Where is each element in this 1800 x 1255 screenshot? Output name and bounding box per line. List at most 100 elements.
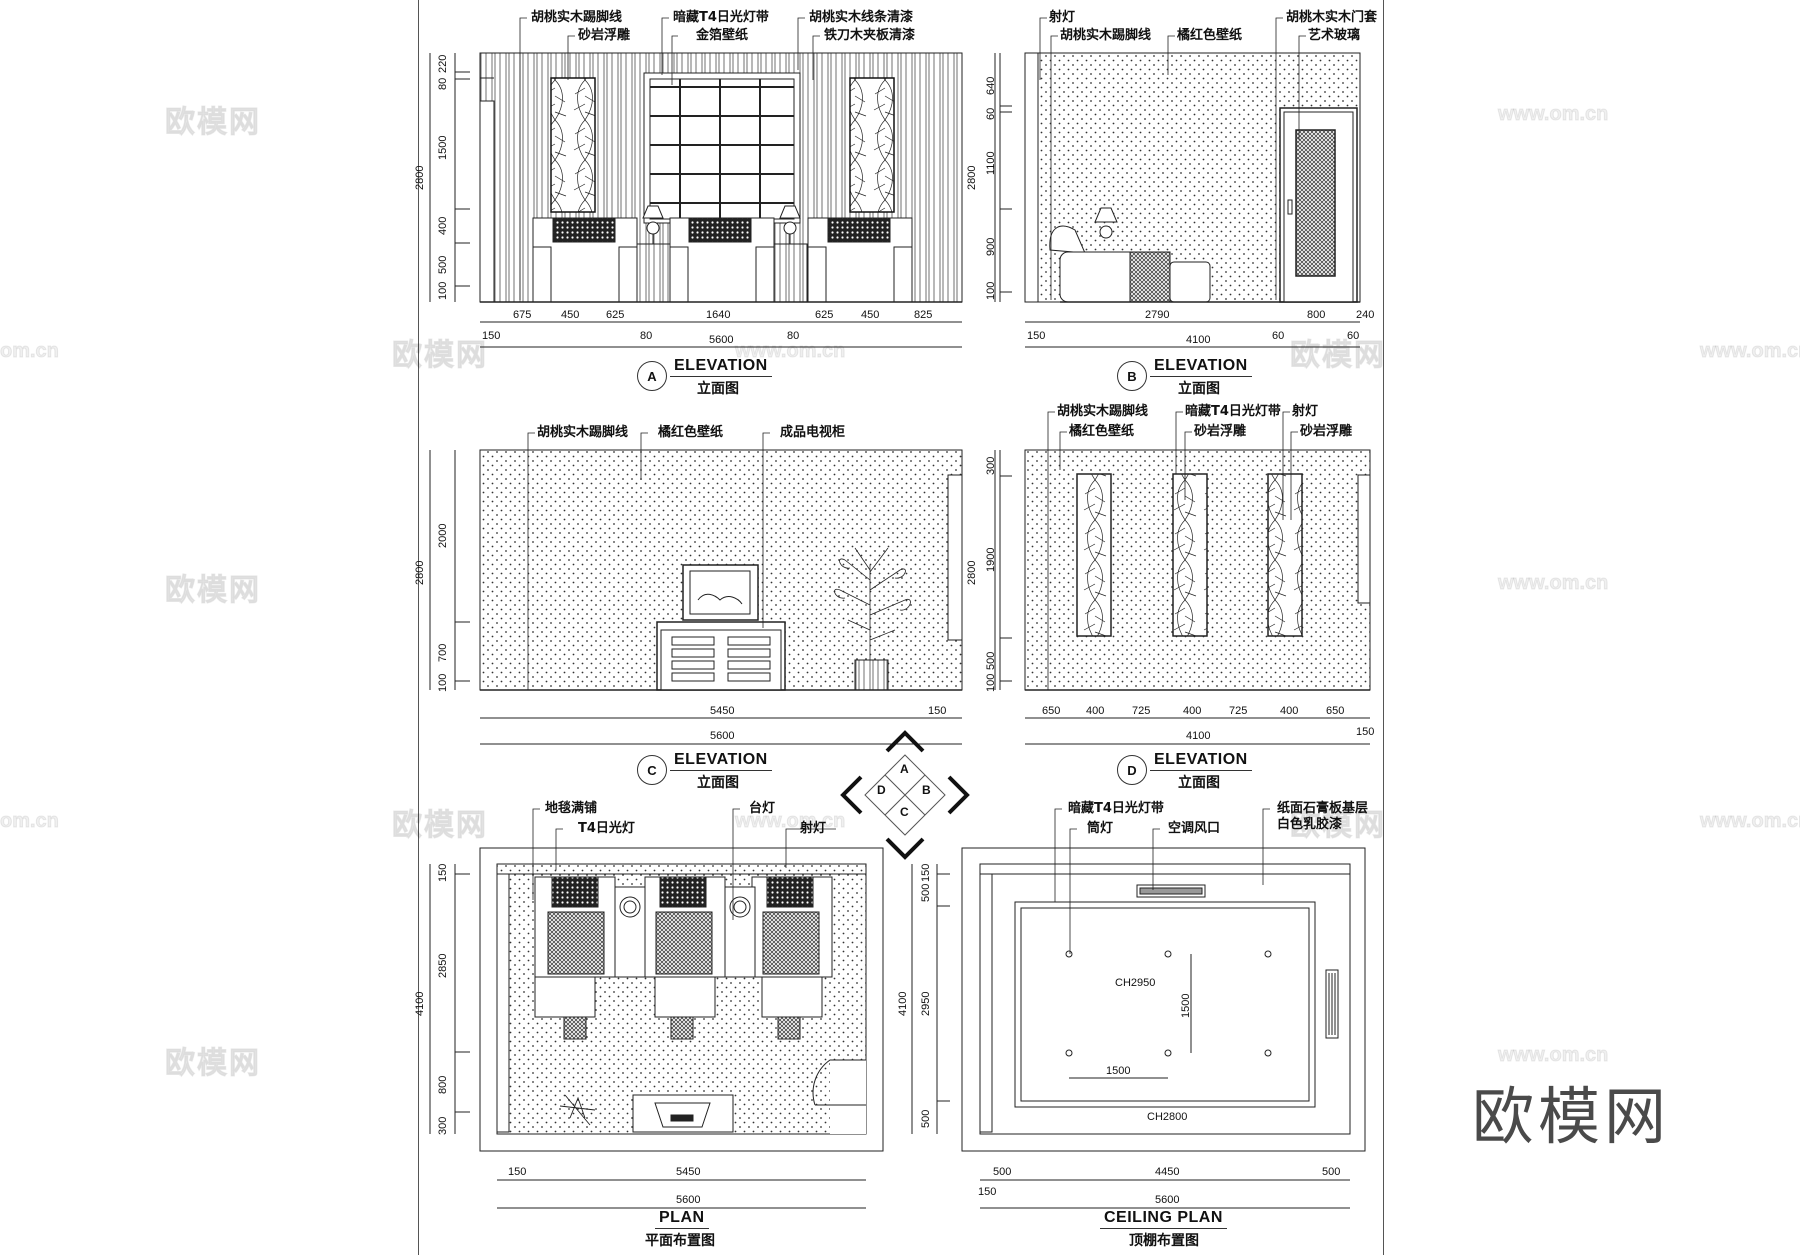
- dim-d-400: 400: [1086, 705, 1105, 717]
- dim-a-450b: 450: [861, 309, 880, 321]
- dim-a-400: 400: [437, 216, 449, 235]
- callout-white-latex-paint: 白色乳胶漆: [1277, 817, 1343, 832]
- elevation-c-title: ELEVATION: [670, 751, 772, 771]
- dim-b-60: 60: [985, 107, 997, 120]
- key-plan-c: C: [900, 805, 909, 819]
- elevation-b-subtitle: 立面图: [1178, 381, 1220, 397]
- watermark-url: www.om.cn: [734, 810, 846, 833]
- elevation-c-bubble: C: [637, 755, 667, 785]
- dim-ceiling-500b: 500: [920, 1109, 932, 1128]
- dim-a-150: 150: [482, 330, 501, 342]
- dim-a-80: 80: [640, 330, 653, 342]
- dim-d-overall-width: 4100: [1186, 730, 1211, 742]
- callout-tv-cabinet: 成品电视柜: [780, 425, 846, 440]
- ceiling-height-inner: CH2950: [1115, 977, 1156, 989]
- dim-plan-150: 150: [508, 1166, 527, 1178]
- ceiling-plan-title: CEILING PLAN: [1100, 1209, 1227, 1229]
- dim-d-500: 500: [985, 651, 997, 670]
- watermark-url: www.om.cn: [1497, 1044, 1609, 1067]
- key-plan-d: D: [877, 783, 886, 797]
- dim-c-overall-width: 5600: [710, 730, 735, 742]
- dim-a-1640: 1640: [706, 309, 731, 321]
- dim-a-500: 500: [437, 255, 449, 274]
- watermark: 欧模网: [1290, 338, 1386, 374]
- dim-ceiling-4450: 4450: [1155, 1166, 1180, 1178]
- sheet-right-border: [1383, 0, 1384, 1255]
- brand-watermark-logo: 欧模网: [1472, 1080, 1671, 1153]
- callout-spotlight: 射灯: [1292, 404, 1319, 419]
- dim-a-220: 220: [437, 54, 449, 73]
- dim-d-100: 100: [985, 673, 997, 692]
- dim-b-60b: 60: [1347, 330, 1360, 342]
- callout-carpet: 地毯满铺: [545, 801, 598, 816]
- dim-a-625b: 625: [815, 309, 834, 321]
- dim-c-150: 150: [928, 705, 947, 717]
- dim-d-725b: 725: [1229, 705, 1248, 717]
- elevation-c-subtitle: 立面图: [697, 775, 739, 791]
- dim-b-60: 60: [1272, 330, 1285, 342]
- key-plan-a: A: [900, 762, 909, 776]
- dim-a-625: 625: [606, 309, 625, 321]
- dim-plan-5450: 5450: [676, 1166, 701, 1178]
- dim-d-300: 300: [985, 456, 997, 475]
- callout-sandstone-relief: 砂岩浮雕: [578, 28, 631, 43]
- dim-b-2790: 2790: [1145, 309, 1170, 321]
- dim-ceiling-spacing-v: 1500: [1180, 993, 1192, 1018]
- dim-ceiling-2950: 2950: [920, 991, 932, 1016]
- callout-hidden-t4-strip: 暗藏T4日光灯带: [1185, 404, 1281, 419]
- callout-ac-vent: 空调风口: [1168, 821, 1221, 836]
- dim-plan-overall-width: 5600: [676, 1194, 701, 1206]
- dim-c-overall-height: 2800: [414, 560, 426, 585]
- callout-wenge-veneer: 铁刀木夹板清漆: [824, 28, 916, 43]
- elevation-b-title: ELEVATION: [1150, 357, 1252, 377]
- dim-a-80b: 80: [787, 330, 800, 342]
- callout-orange-wallpaper: 橘红色壁纸: [658, 425, 724, 440]
- dim-d-150: 150: [1356, 726, 1375, 738]
- dim-b-150: 150: [1027, 330, 1046, 342]
- watermark-url: www.om.cn: [1497, 103, 1609, 126]
- dim-plan-300: 300: [437, 1116, 449, 1135]
- watermark: 欧模网: [165, 573, 261, 609]
- plan-subtitle: 平面布置图: [645, 1233, 715, 1249]
- dim-b-640: 640: [985, 76, 997, 95]
- watermark-url: www.om.cn: [1497, 572, 1609, 595]
- dim-plan-overall-height: 4100: [414, 991, 426, 1016]
- dim-a-825: 825: [914, 309, 933, 321]
- dim-c-100: 100: [437, 673, 449, 692]
- dim-b-overall-height: 2800: [966, 165, 978, 190]
- elevation-a-title: ELEVATION: [670, 357, 772, 377]
- elevation-a-bubble: A: [637, 361, 667, 391]
- ceiling-plan-subtitle: 顶棚布置图: [1129, 1233, 1199, 1249]
- dim-d-400b: 400: [1183, 705, 1202, 717]
- dim-a-1500: 1500: [437, 135, 449, 160]
- callout-sandstone-relief: 砂岩浮雕: [1300, 424, 1353, 439]
- dim-ceiling-500: 500: [920, 883, 932, 902]
- callout-spotlight: 射灯: [1049, 10, 1076, 25]
- dim-b-overall-width: 4100: [1186, 334, 1211, 346]
- dim-d-overall-height: 2800: [966, 560, 978, 585]
- elevation-d-title: ELEVATION: [1150, 751, 1252, 771]
- callout-t4-light: T4日光灯: [578, 821, 635, 836]
- watermark-url: om.cn: [0, 810, 59, 833]
- dim-d-400c: 400: [1280, 705, 1299, 717]
- callout-sandstone-relief: 砂岩浮雕: [1194, 424, 1247, 439]
- dim-ceiling-overall-height: 4100: [897, 991, 909, 1016]
- ceiling-height-outer: CH2800: [1147, 1111, 1188, 1123]
- callout-art-glass: 艺术玻璃: [1308, 28, 1361, 43]
- dim-a-overall-width: 5600: [709, 334, 734, 346]
- dim-b-1100: 1100: [985, 151, 997, 175]
- callout-hidden-t4-strip: 暗藏T4日光灯带: [1068, 801, 1164, 816]
- dim-a-450: 450: [561, 309, 580, 321]
- dim-ceiling-500-right: 500: [1322, 1166, 1341, 1178]
- watermark-url: www.om.cn: [734, 340, 846, 363]
- callout-table-lamp: 台灯: [749, 801, 776, 816]
- callout-walnut-baseboard: 胡桃实木踢脚线: [1057, 404, 1149, 419]
- dim-b-240: 240: [1356, 309, 1375, 321]
- dim-c-5450: 5450: [710, 705, 735, 717]
- watermark: 欧模网: [1290, 808, 1386, 844]
- watermark-url: om.cn: [0, 340, 59, 363]
- dim-ceiling-150: 150: [978, 1186, 997, 1198]
- dim-a-675: 675: [513, 309, 532, 321]
- watermark: 欧模网: [392, 808, 488, 844]
